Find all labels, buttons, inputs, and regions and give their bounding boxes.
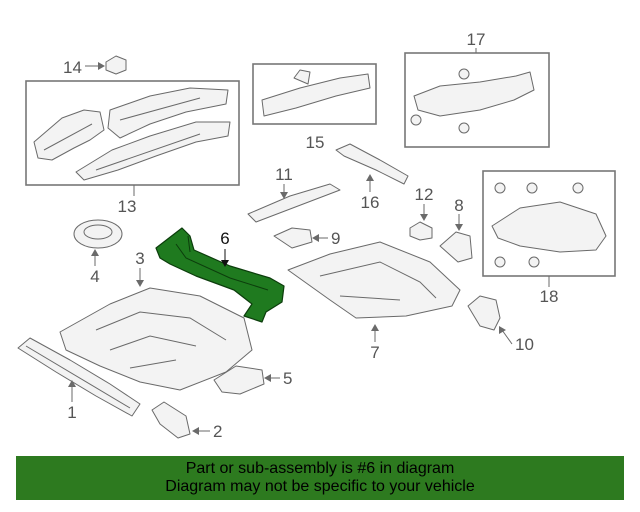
parts-diagram: 13 14 15 17 18 11	[17, 30, 616, 441]
callout-6: 6	[220, 229, 229, 248]
part-14-group: 14	[63, 55, 127, 77]
part-17-box	[404, 52, 550, 148]
part-10-group: 10	[467, 295, 534, 354]
part-8-group: 8	[439, 196, 473, 263]
part-13-box	[25, 80, 240, 186]
part-18-group: 18	[482, 170, 616, 306]
part-16-rail	[335, 143, 409, 185]
part-14-clip	[105, 55, 127, 75]
part-15-group: 15	[252, 63, 377, 152]
part-4-group: 4	[73, 219, 123, 286]
part-2-bracket	[151, 401, 191, 439]
callout-1: 1	[67, 403, 76, 422]
part-5-bracket	[213, 365, 265, 395]
part-11-group: 11	[247, 165, 341, 223]
part-7-floor	[287, 241, 461, 319]
part-6-crossmember[interactable]	[155, 227, 285, 323]
part-15-panel	[261, 73, 371, 117]
part-12-group: 12	[409, 185, 434, 241]
callout-16: 16	[361, 193, 380, 212]
info-banner: Part or sub-assembly is #6 in diagram Di…	[16, 456, 624, 500]
part-6-group: 6	[155, 227, 285, 323]
part-9-bracket	[273, 227, 313, 249]
part-15-box	[252, 63, 377, 125]
callout-15: 15	[306, 133, 325, 152]
part-18-shield	[491, 201, 607, 253]
part-17-shield	[413, 71, 535, 117]
part-4-plug	[73, 219, 123, 249]
callout-3: 3	[135, 249, 144, 268]
part-13-rail-right	[107, 87, 229, 139]
part-11-strip	[247, 183, 341, 223]
part-3-floor	[59, 287, 253, 391]
part-8-block	[439, 231, 473, 263]
callout-18: 18	[540, 287, 559, 306]
part-1-rocker	[17, 337, 141, 417]
part-15-tab	[293, 69, 311, 85]
callout-4: 4	[90, 267, 99, 286]
callout-13: 13	[118, 197, 137, 216]
banner-line-2: Diagram may not be specific to your vehi…	[165, 478, 475, 495]
part-9-group: 9	[273, 227, 340, 249]
banner-line-1: Part or sub-assembly is #6 in diagram	[185, 460, 455, 477]
callout-7: 7	[370, 343, 379, 362]
part-7-group: 7	[287, 241, 461, 362]
callout-5: 5	[283, 369, 292, 388]
part-13-rail-left	[33, 109, 105, 161]
part-2-group: 2	[151, 401, 222, 441]
part-1-group: 1	[17, 337, 141, 422]
part-5-group: 5	[213, 365, 292, 395]
callout-10: 10	[515, 335, 534, 354]
part-16-group: 16	[335, 143, 409, 212]
part-12-bracket	[409, 221, 433, 241]
part-17-group: 17	[404, 30, 550, 148]
part-10-bracket	[467, 295, 501, 331]
part-3-group: 3	[59, 249, 253, 391]
callout-14: 14	[63, 58, 82, 77]
callout-8: 8	[454, 196, 463, 215]
callout-12: 12	[415, 185, 434, 204]
part-13-group: 13	[25, 80, 240, 216]
callout-17: 17	[467, 30, 486, 49]
callout-9: 9	[331, 229, 340, 248]
callout-11: 11	[275, 165, 293, 184]
callout-2: 2	[213, 422, 222, 441]
